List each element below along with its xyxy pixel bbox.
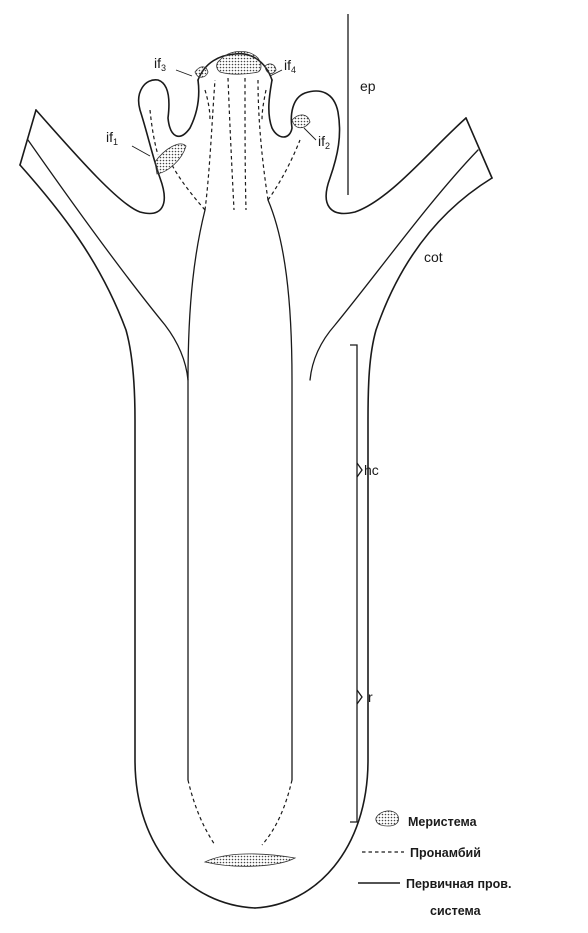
legend: Меристема Пронамбий Первичная пров. сист… (358, 811, 511, 918)
legend-meristem-label: Меристема (408, 815, 478, 829)
legend-meristem-swatch (376, 811, 399, 826)
inner-outline (28, 140, 478, 780)
hc-r-bracket (350, 345, 357, 822)
legend-primary-label-line2: система (430, 904, 482, 918)
legend-primary-label-line1: Первичная пров. (406, 877, 511, 891)
label-ep: ep (360, 78, 376, 94)
label-cot: cot (424, 249, 443, 265)
label-r: r (368, 689, 373, 705)
label-if2: if2 (318, 133, 330, 151)
label-if3: if3 (154, 55, 166, 73)
region-brackets (348, 14, 362, 822)
label-hc: hc (364, 462, 379, 478)
hc-tick (357, 463, 362, 477)
label-if1: if1 (106, 129, 118, 147)
meristem-areas (155, 51, 310, 866)
r-tick (357, 690, 362, 704)
outer-outline (20, 54, 492, 908)
legend-procambium-label: Пронамбий (410, 846, 481, 860)
leader-lines (132, 70, 316, 156)
labels: if3 if4 if1 if2 ep cot hc r (106, 55, 443, 705)
label-if4: if4 (284, 57, 296, 75)
procambium-strands (150, 78, 300, 845)
